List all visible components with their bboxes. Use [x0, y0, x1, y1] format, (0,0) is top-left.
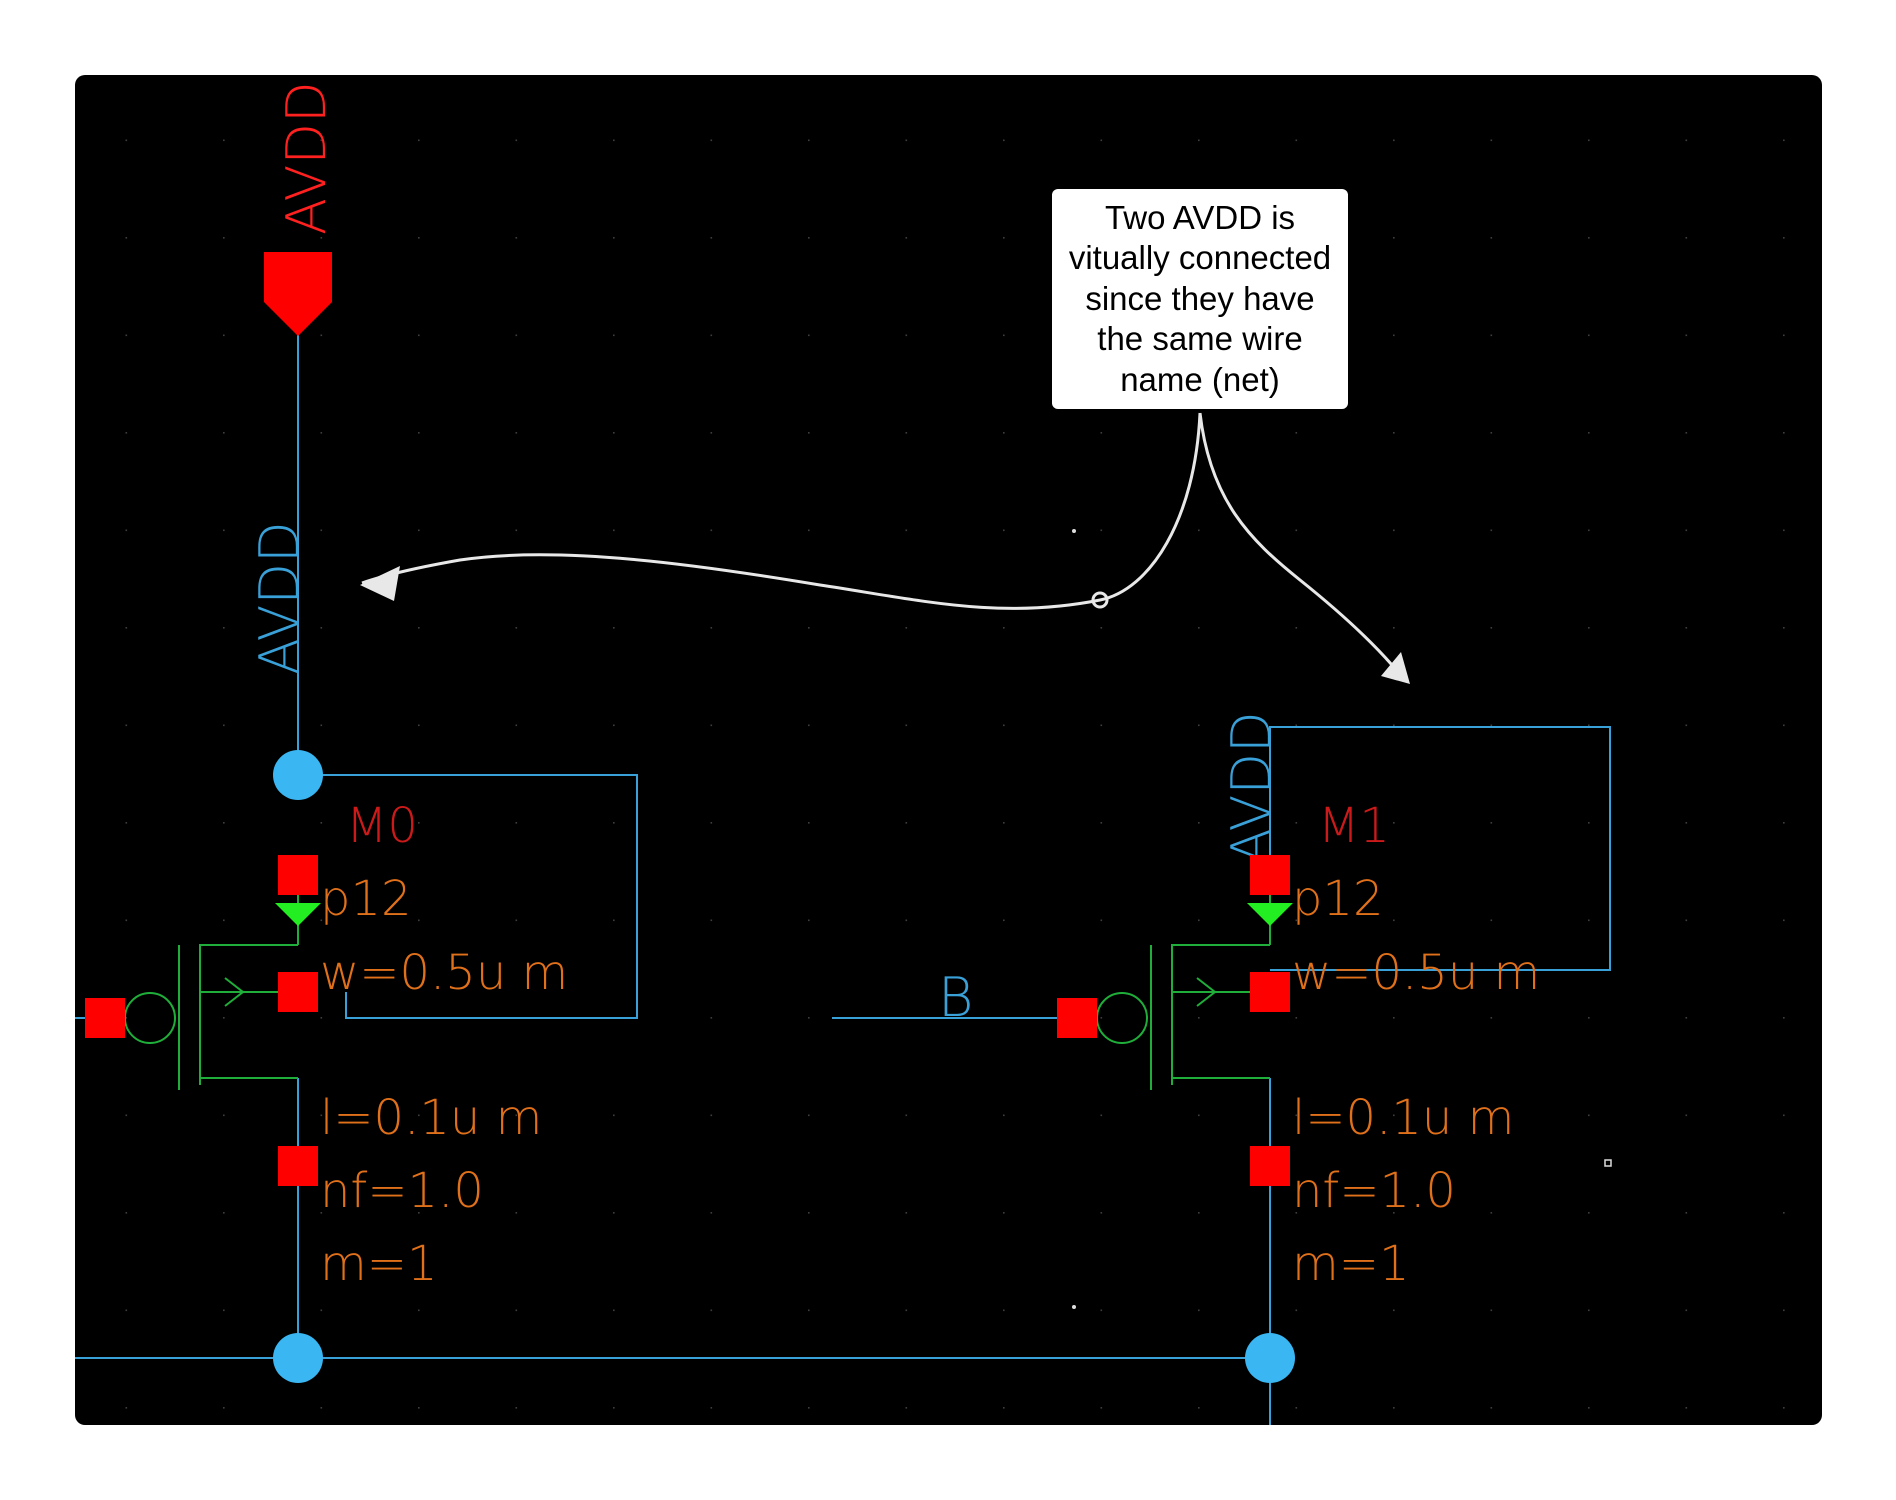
m1-source-pin[interactable] [1250, 1146, 1290, 1186]
grid-point [1072, 529, 1076, 533]
arrowhead-right-icon [1381, 652, 1410, 684]
m0-nf-label: nf=1.0 [320, 1163, 484, 1219]
junction-dot-top-left[interactable] [273, 750, 323, 800]
m0-model-label: p12 [320, 871, 412, 927]
callout-line: since they have [1085, 279, 1315, 317]
m0-bulk-wire[interactable] [298, 774, 638, 1019]
m0-bulk-arrow-icon [275, 903, 321, 926]
m0-w-label: w=0.5u m [320, 945, 568, 1001]
m1-nf-label: nf=1.0 [1292, 1163, 1456, 1219]
callout-line: the same wire [1097, 320, 1303, 358]
avdd-pin-label: AVDD [275, 81, 338, 235]
grid-dots [75, 75, 1822, 1425]
arrowhead-left-icon [360, 566, 400, 601]
m1-avdd-box[interactable] [1269, 726, 1611, 971]
callout-line: Two AVDD is [1104, 198, 1296, 236]
m0-drain-pin[interactable] [278, 855, 318, 895]
m1-gate-pin[interactable] [1057, 998, 1097, 1038]
annotation-arrows [361, 412, 1394, 666]
callout-line: name (net) [1120, 360, 1280, 398]
m0-l-label: l=0.1u m [320, 1090, 542, 1146]
grid-marker [1604, 1159, 1612, 1167]
callout-line: vitually connected [1068, 239, 1332, 277]
transistor-m1[interactable] [1057, 855, 1293, 1186]
m0-bulk-pin[interactable] [278, 972, 318, 1012]
m1-m-label: m=1 [1292, 1236, 1410, 1292]
m0-source-pin[interactable] [278, 1146, 318, 1186]
m1-w-label: w=0.5u m [1292, 945, 1540, 1001]
junction-dot-bottom-left[interactable] [273, 1333, 323, 1383]
m1-model-label: p12 [1292, 871, 1384, 927]
arrow-to-right-avdd [1198, 412, 1394, 666]
m1-bulk-pin[interactable] [1250, 972, 1290, 1012]
input-b-label: B [938, 966, 973, 1029]
avdd-pin-icon[interactable] [264, 252, 332, 336]
m1-drain-pin[interactable] [1250, 855, 1290, 895]
arrow-to-left-avdd [361, 412, 1202, 610]
m1-bulk-arrow-icon [1247, 903, 1293, 926]
transistor-m0[interactable] [85, 855, 321, 1186]
m1-l-label: l=0.1u m [1292, 1090, 1514, 1146]
m0-name-label: M0 [346, 798, 418, 854]
avdd-wire-label-right: AVDD [1220, 711, 1283, 865]
m0-gate-pin[interactable] [85, 998, 125, 1038]
junction-dot-bottom-right[interactable] [1245, 1333, 1295, 1383]
m1-name-label: M1 [1318, 798, 1390, 854]
arrow-loop [1091, 591, 1109, 609]
grid-point [1072, 1305, 1076, 1309]
annotation-callout: Two AVDD is vitually connected since the… [1052, 189, 1348, 409]
m0-m-label: m=1 [320, 1236, 438, 1292]
avdd-wire-label-left: AVDD [248, 521, 311, 675]
